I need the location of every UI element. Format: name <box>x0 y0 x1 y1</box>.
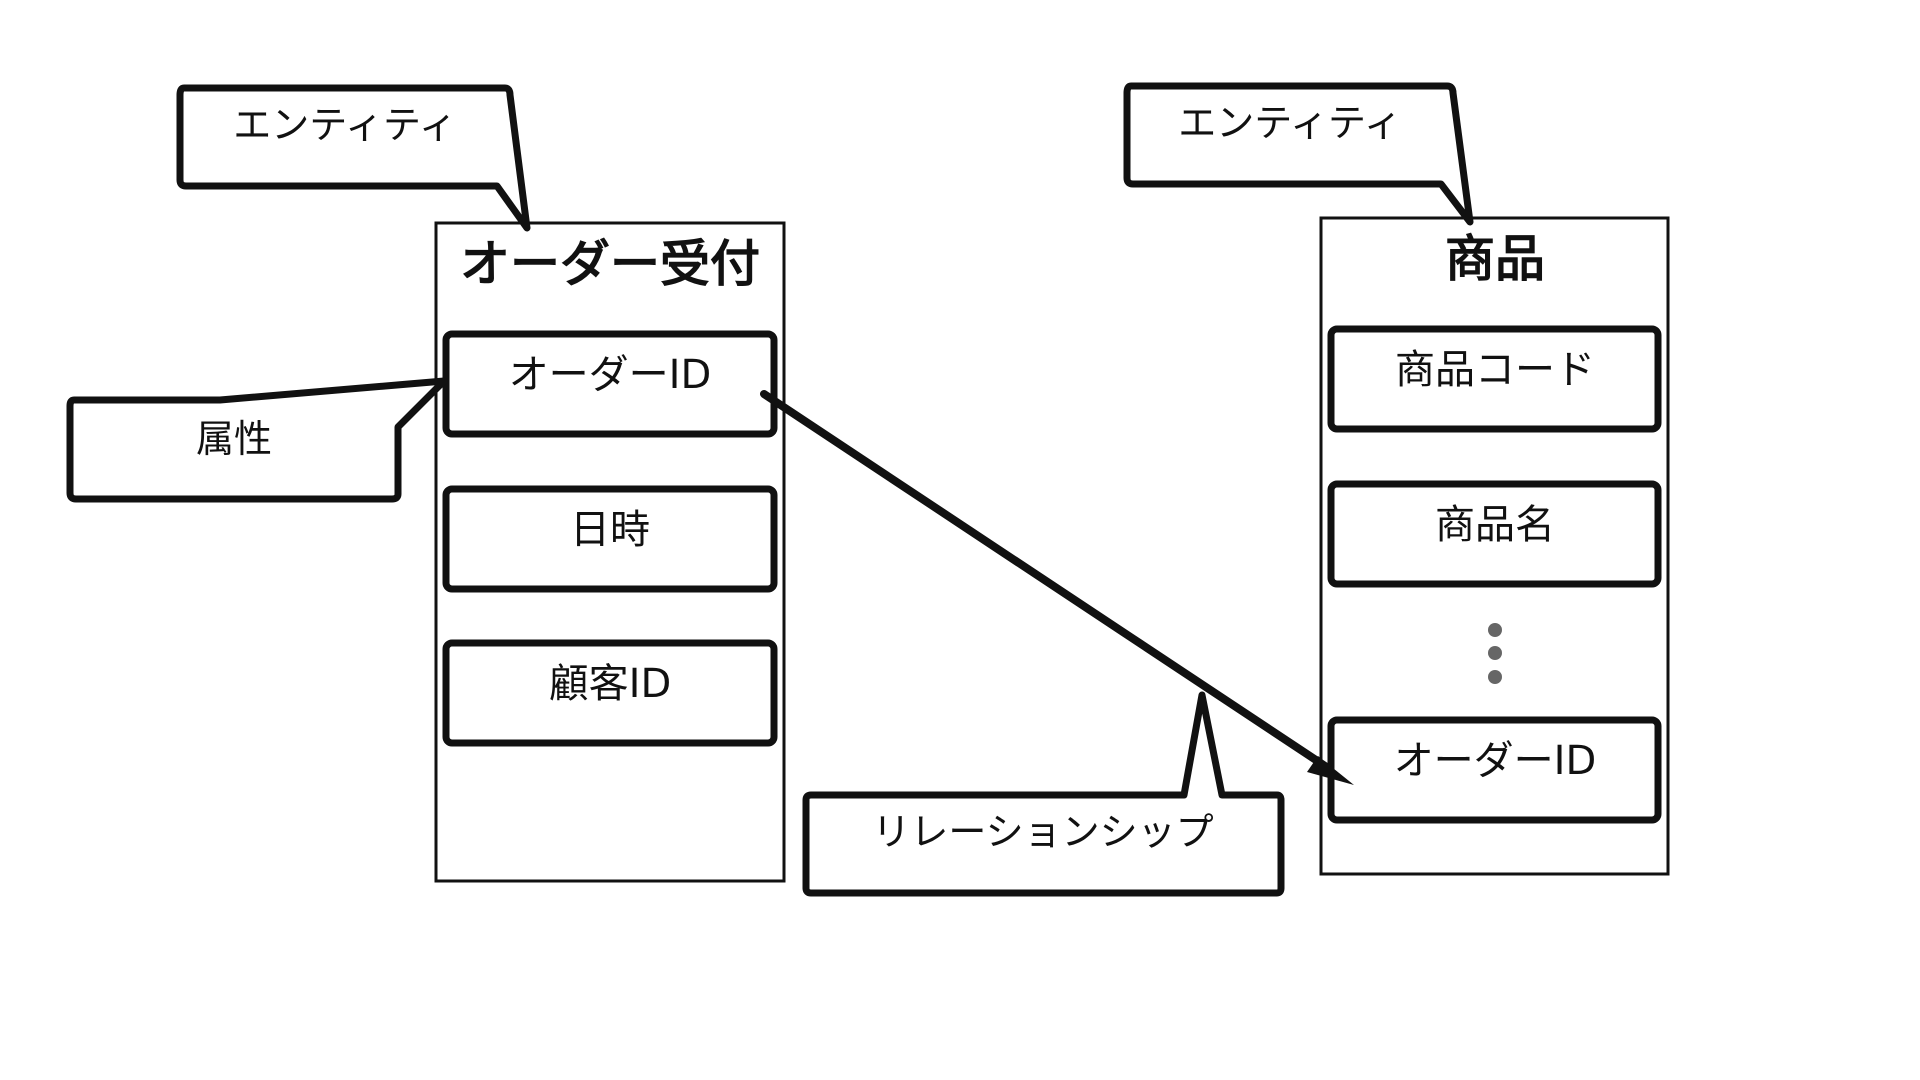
attribute-datetime-box <box>442 485 778 593</box>
ellipsis-dot <box>1488 670 1502 684</box>
callout-entity-right: エンティティ <box>1123 82 1474 226</box>
attribute-order-id: オーダーID <box>509 352 712 398</box>
callout-entity-right-label: エンティティ <box>1178 101 1401 145</box>
attribute-customer-id: 顧客ID <box>549 661 672 707</box>
callout-entity-left: エンティティ <box>176 84 531 232</box>
arrowhead-icon <box>1307 756 1354 785</box>
attribute-datetime: 日時 <box>570 507 650 553</box>
entity-order-reception: オーダー受付 オーダーID 日時 顧客ID <box>434 221 786 883</box>
callout-relationship-shape <box>802 691 1285 897</box>
attribute-customer-id-box <box>442 639 778 747</box>
callout-entity-left-shape <box>176 84 531 232</box>
entity-title: オーダー受付 <box>460 235 760 293</box>
entity-product: 商品 商品コード 商品名 オーダーID <box>1319 216 1670 876</box>
callout-attribute-shape <box>66 377 448 503</box>
ellipsis-vertical <box>1488 623 1502 684</box>
relationship-arrow <box>760 390 1354 785</box>
callout-entity-right-shape <box>1123 82 1474 226</box>
attribute-product-name: 商品名 <box>1435 502 1555 548</box>
callout-entity-left-label: エンティティ <box>233 103 456 147</box>
ellipsis-dot <box>1488 623 1502 637</box>
attribute-order-id-fk: オーダーID <box>1394 738 1597 784</box>
attribute-product-code-box <box>1327 325 1662 433</box>
callout-relationship: リレーションシップ <box>802 691 1285 897</box>
callout-attribute: 属性 <box>66 377 448 503</box>
relationship-line <box>760 390 1332 772</box>
entity-title: 商品 <box>1445 230 1545 288</box>
ellipsis-dot <box>1488 646 1502 660</box>
attribute-product-code: 商品コード <box>1395 347 1595 393</box>
attribute-product-name-box <box>1327 480 1662 588</box>
callout-attribute-label: 属性 <box>196 417 272 461</box>
attribute-order-id-box <box>442 330 778 438</box>
callout-relationship-label: リレーションシップ <box>872 810 1213 854</box>
